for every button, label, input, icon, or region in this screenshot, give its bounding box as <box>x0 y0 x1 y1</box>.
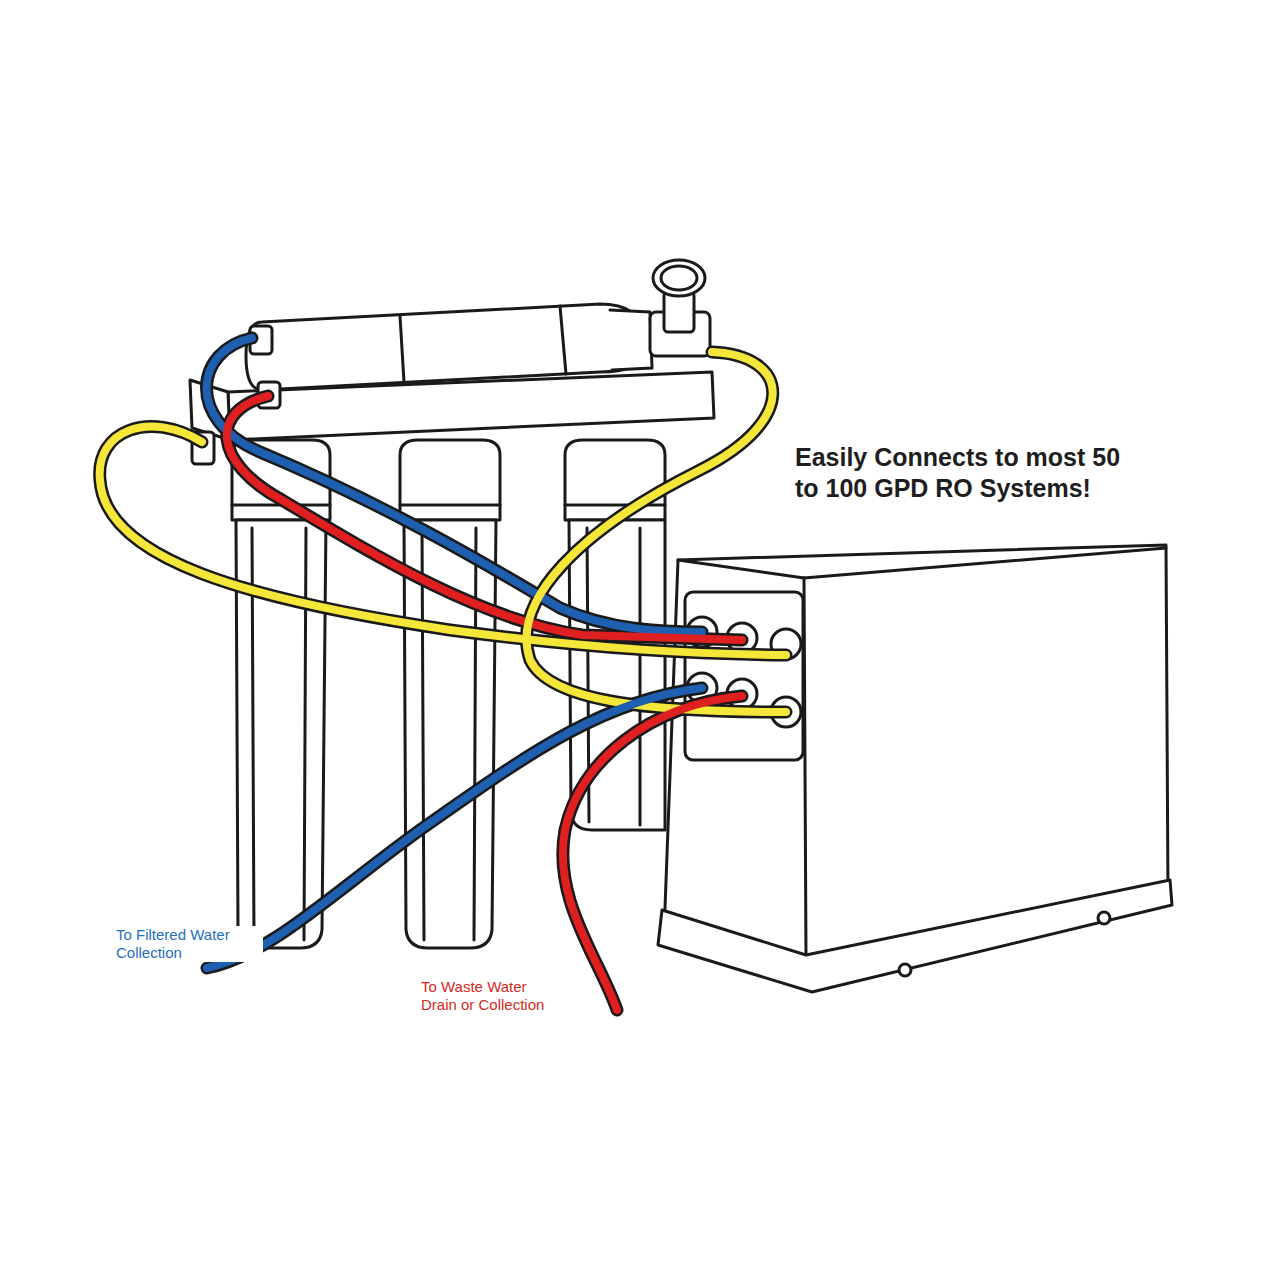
drain-label: To Waste Water Drain or Collection <box>419 978 563 1014</box>
tubes <box>100 338 786 1010</box>
pressure-gauge <box>653 260 705 332</box>
headline: Easily Connects to most 50 to 100 GPD RO… <box>795 442 1175 505</box>
booster-pump-box <box>658 545 1172 992</box>
tube-outlines <box>100 338 786 1010</box>
membrane-housing <box>246 304 710 390</box>
outlet-label: To Filtered Water Collection <box>114 926 263 962</box>
